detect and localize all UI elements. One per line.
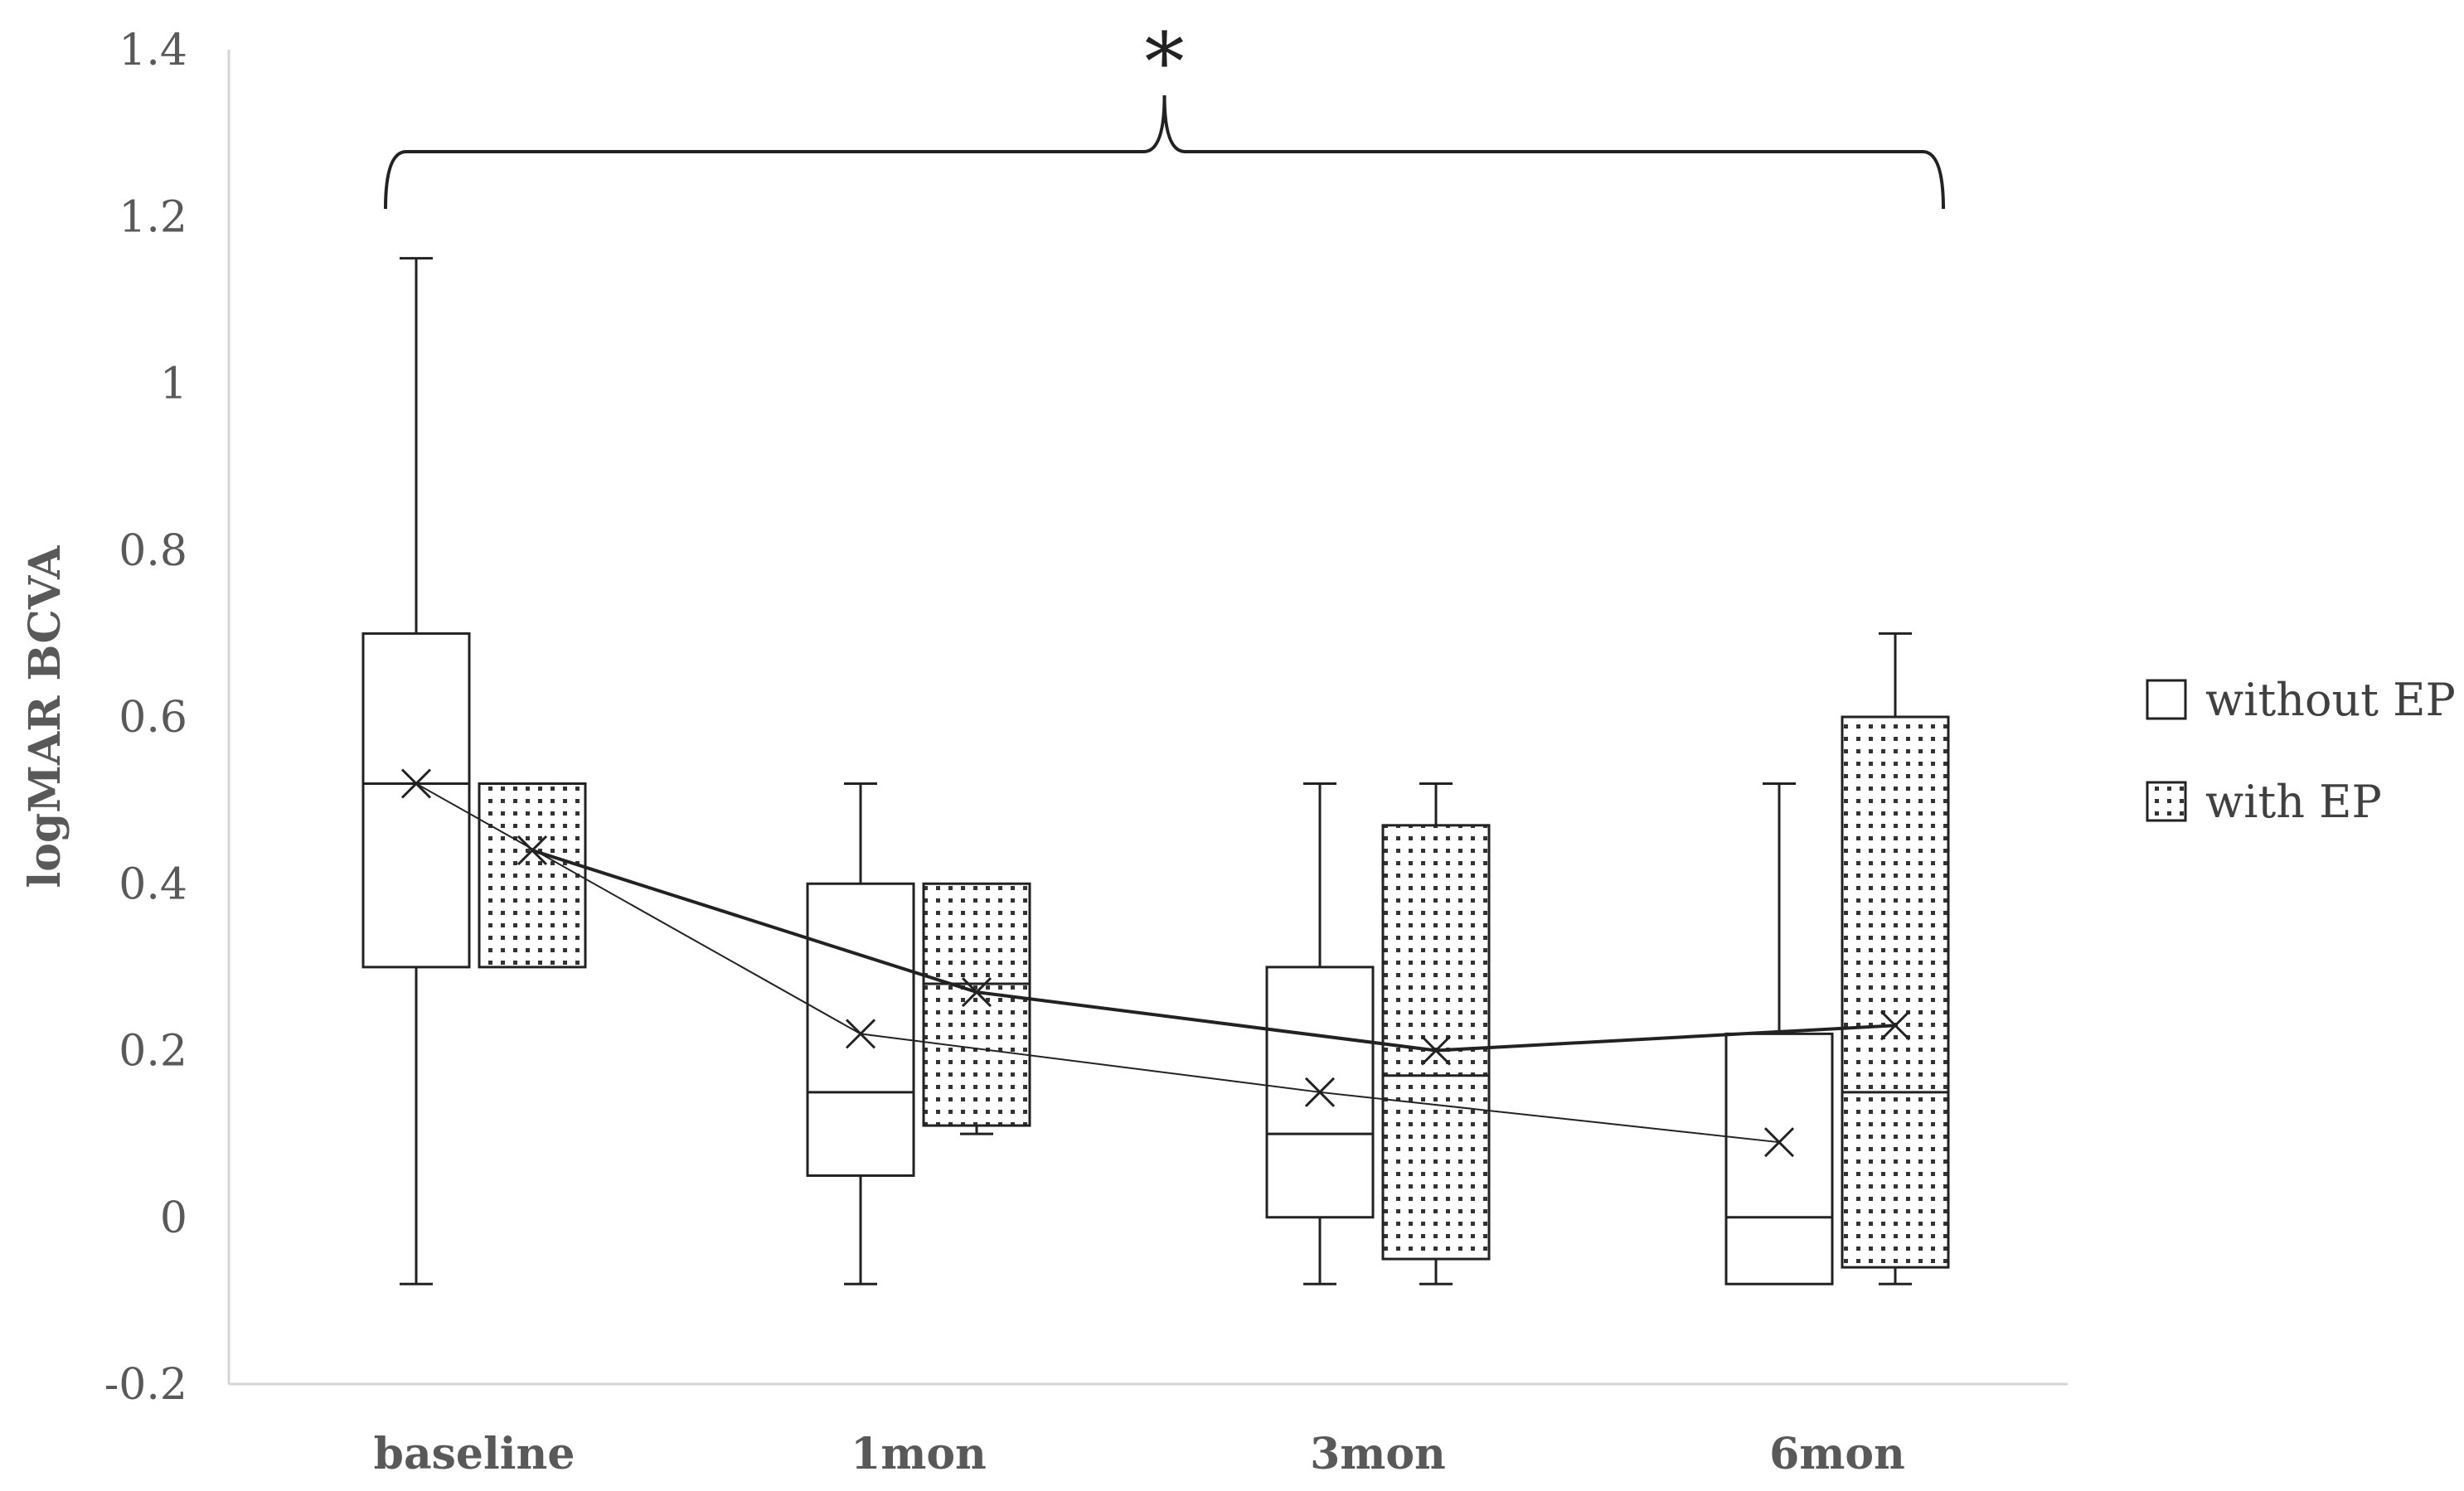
y-tick-label: 1 [160,360,187,409]
y-tick-label: -0.2 [104,1360,187,1410]
significance-label: * [1145,16,1185,109]
mean-line-without-EP [415,782,1780,1144]
x-category-labels: baseline 1mon 3mon 6mon [374,1429,1905,1479]
y-axis-title: logMAR BCVA [20,545,70,888]
x-category-label: 3mon [1310,1429,1446,1479]
legend-label: without EP [2205,674,2456,726]
box-plots [361,257,1950,1285]
box-with-EP-baseline [478,782,587,969]
box-without-EP-3mon [1265,782,1375,1285]
mean-marker [1880,1010,1911,1041]
legend: without EP with EP [2146,674,2456,828]
y-tick-label: 0.2 [119,1027,187,1077]
box-iqr [1724,1032,1834,1285]
y-tick-label: 1.2 [119,192,187,242]
x-category-label: 1mon [851,1429,987,1479]
box-iqr [1381,824,1491,1261]
mean-trend-lines [415,782,1896,1144]
x-category-label: baseline [374,1429,575,1479]
mean-marker [1763,1127,1795,1158]
box-with-EP-6mon [1841,632,1950,1285]
box-without-EP-1mon [806,782,915,1285]
y-tick-label: 0 [160,1193,187,1243]
legend-label: with EP [2205,776,2382,828]
box-iqr [478,782,587,969]
box-with-EP-1mon [922,882,1031,1135]
legend-swatch [2146,679,2187,720]
y-tick-label: 0.8 [119,526,187,576]
y-tick-label: 0.4 [119,859,187,909]
y-tick-label: 1.4 [119,26,187,75]
box-iqr [806,882,915,1177]
box-without-EP-baseline [361,257,471,1285]
y-tick-labels: -0.2 0 0.2 0.4 0.6 0.8 1 1.2 1.4 [104,26,187,1410]
box-without-EP-6mon [1724,782,1834,1285]
significance-brace [384,94,1945,210]
y-tick-label: 0.6 [119,693,187,743]
legend-swatch [2146,781,2187,822]
box-iqr [361,632,471,969]
box-with-EP-3mon [1381,782,1491,1285]
x-category-label: 6mon [1769,1429,1905,1479]
box-iqr [1841,715,1950,1269]
significance-bracket: * [384,16,1945,210]
box-iqr [922,882,1031,1127]
mean-line-with-EP [531,849,1896,1053]
